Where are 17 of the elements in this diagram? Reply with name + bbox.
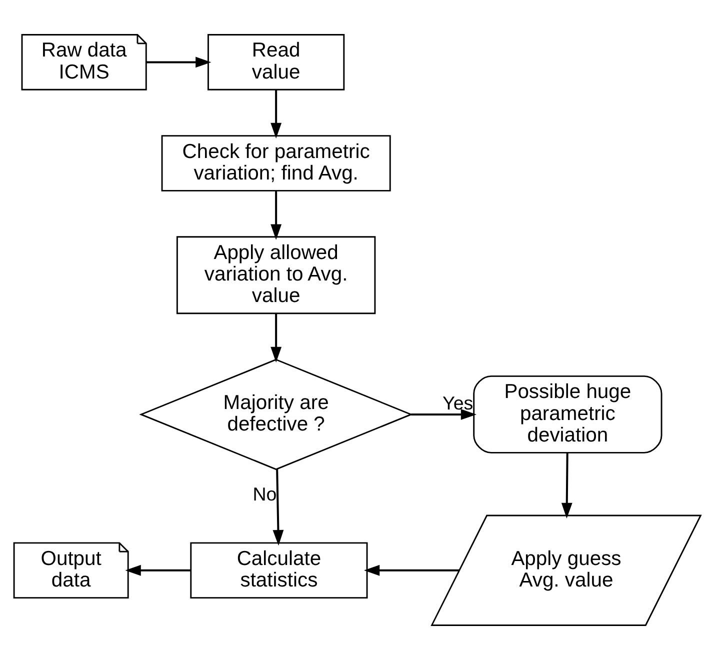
node-box: Possible huge parametric deviation <box>473 375 662 454</box>
arrow <box>270 90 282 138</box>
arrow <box>146 56 212 68</box>
node-box: Apply allowed variation to Avg. value <box>176 236 376 314</box>
arrow <box>364 564 460 576</box>
arrow <box>561 452 572 518</box>
node-box: Check for parametric variation; find Avg. <box>161 135 391 192</box>
edge-label: No <box>252 483 277 504</box>
node-diamond: Majority are defective ? <box>139 358 413 470</box>
node-box: Read value <box>208 34 345 90</box>
arrow <box>125 564 191 576</box>
arrow <box>411 408 477 420</box>
edge-label: Yes <box>442 392 474 414</box>
arrow <box>270 191 282 240</box>
arrow <box>272 468 284 546</box>
node-box: Calculate statistics <box>190 542 368 599</box>
arrow <box>270 314 282 362</box>
